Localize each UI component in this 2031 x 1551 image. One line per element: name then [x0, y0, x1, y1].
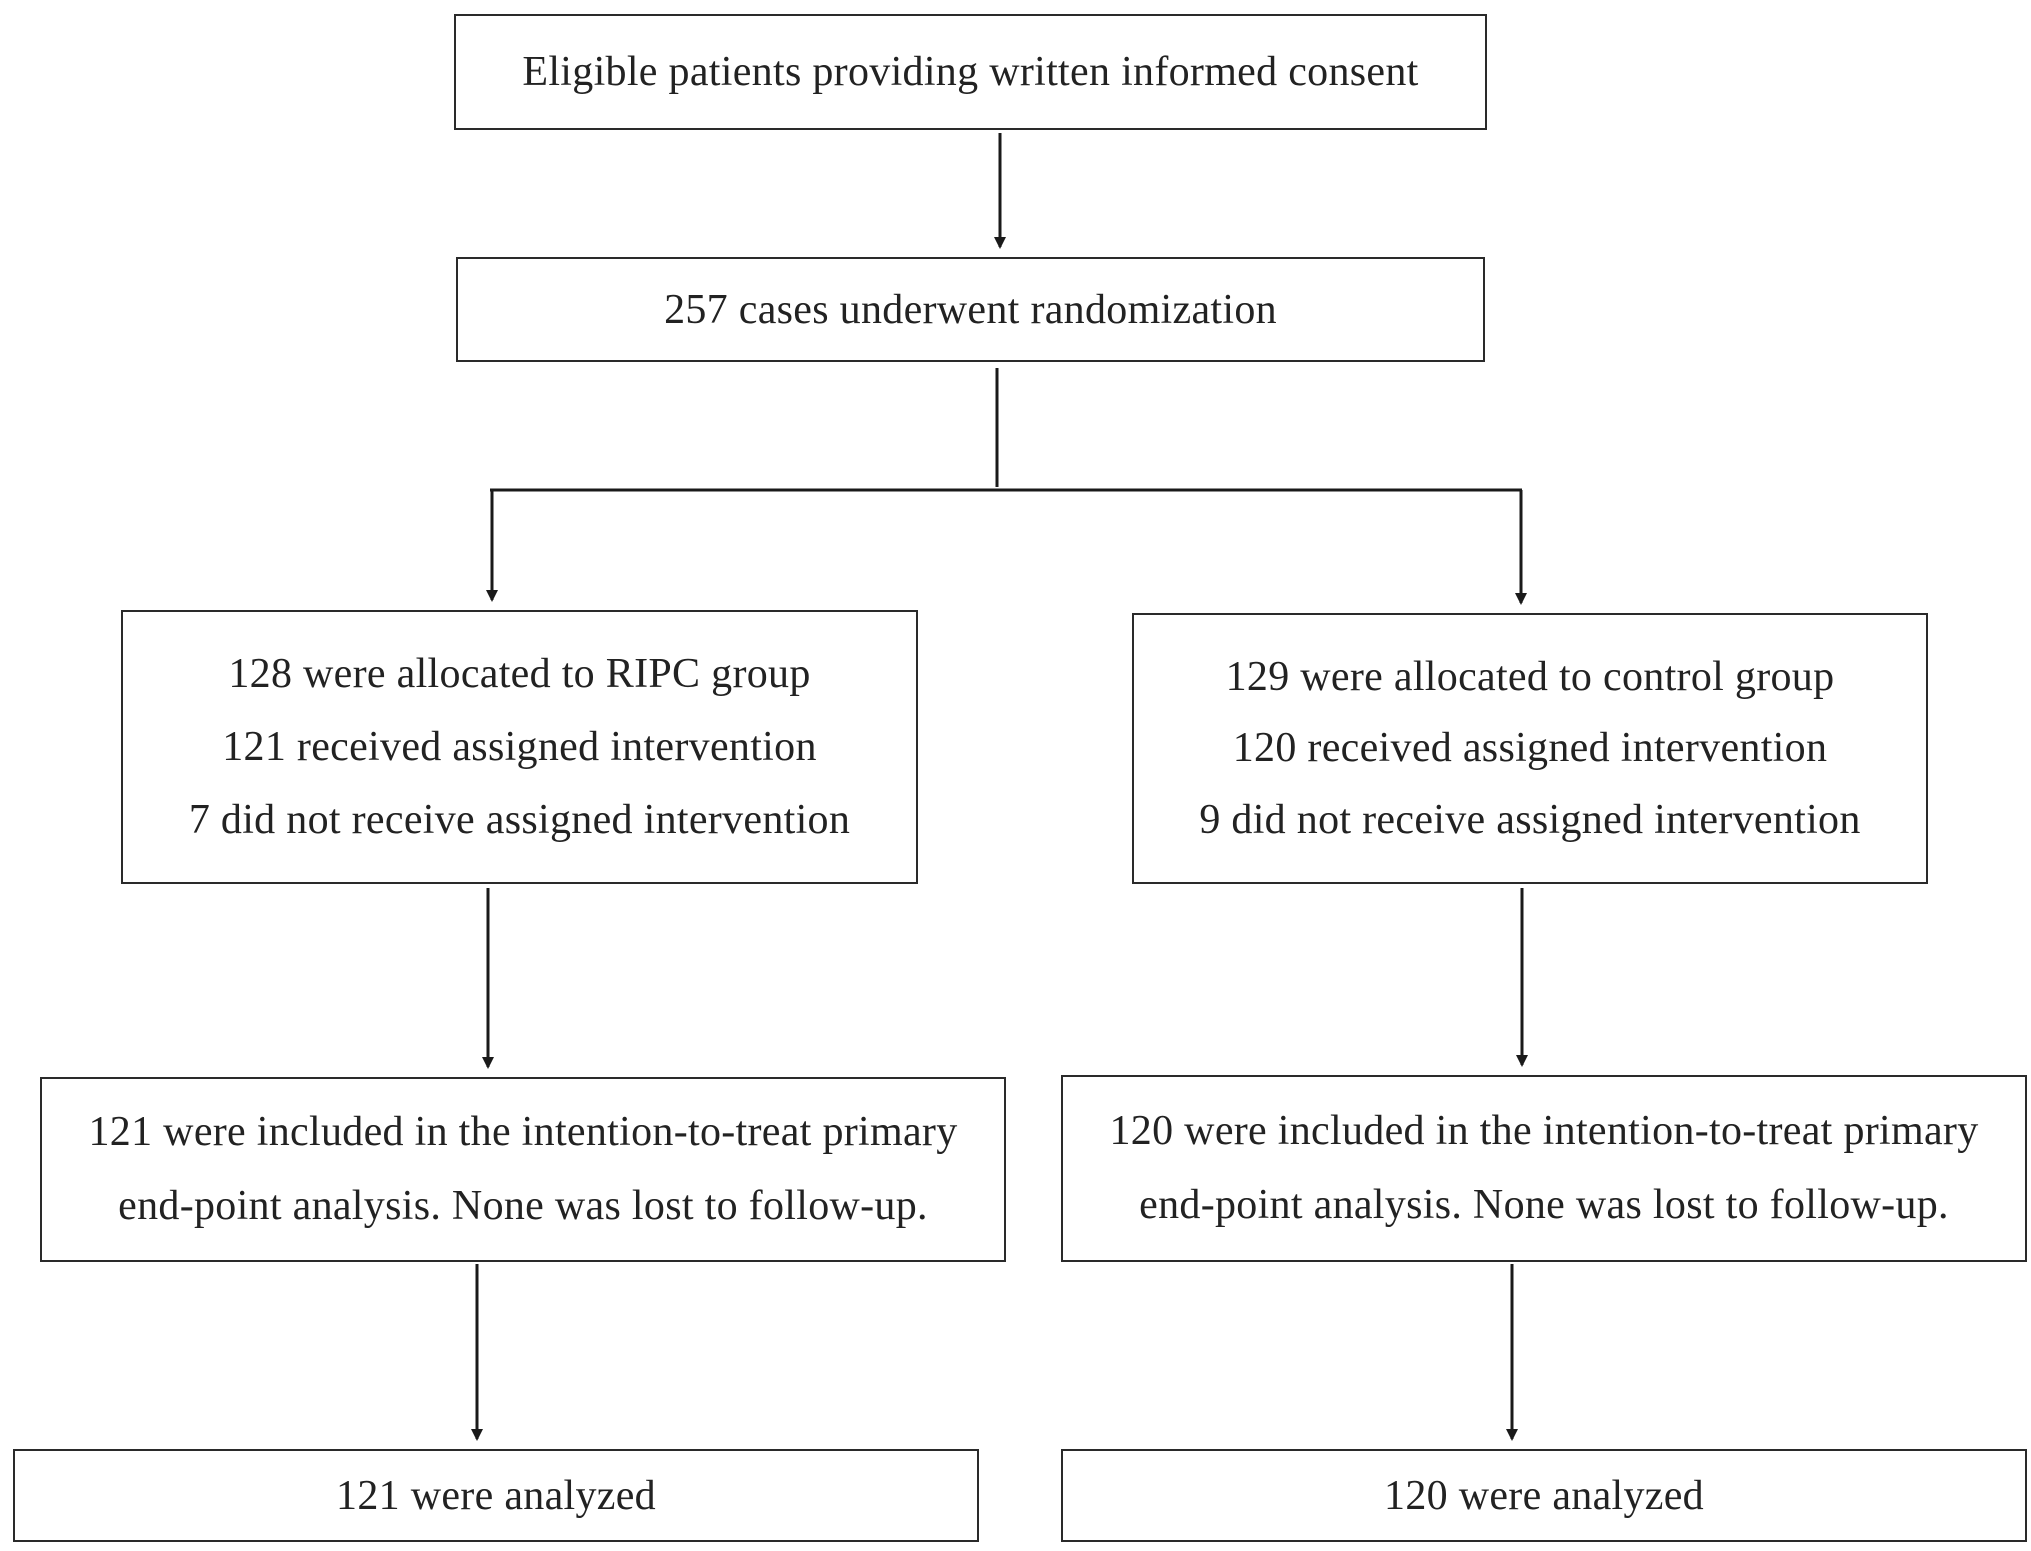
ripc-itt-line-1: 121 were included in the intention-to-tr…	[88, 1109, 958, 1155]
consent-box: Eligible patients providing written info…	[454, 14, 1487, 130]
ripc-analyzed-text: 121 were analyzed	[336, 1472, 656, 1519]
ripc-not-received-text: 7 did not receive assigned intervention	[188, 796, 851, 843]
ripc-itt-box: 121 were included in the intention-to-tr…	[40, 1077, 1006, 1262]
control-allocation-box: 129 were allocated to control group 120 …	[1132, 613, 1928, 884]
control-analyzed-box: 120 were analyzed	[1061, 1449, 2027, 1542]
consent-text: Eligible patients providing written info…	[522, 49, 1419, 95]
ripc-analyzed-box: 121 were analyzed	[13, 1449, 979, 1542]
control-itt-line-1: 120 were included in the intention-to-tr…	[1109, 1108, 1979, 1154]
control-received-text: 120 received assigned intervention	[1232, 725, 1828, 772]
ripc-itt-line-2: end-point analysis. None was lost to fol…	[118, 1182, 928, 1229]
ripc-allocation-box: 128 were allocated to RIPC group 121 rec…	[121, 610, 918, 884]
control-itt-box: 120 were included in the intention-to-tr…	[1061, 1075, 2027, 1262]
ripc-allocated-text: 128 were allocated to RIPC group	[228, 651, 811, 698]
ripc-received-text: 121 received assigned intervention	[222, 723, 817, 770]
randomization-box: 257 cases underwent randomization	[456, 257, 1485, 362]
randomization-text: 257 cases underwent randomization	[664, 286, 1277, 333]
control-allocated-text: 129 were allocated to control group	[1225, 653, 1835, 700]
control-itt-line-2: end-point analysis. None was lost to fol…	[1139, 1181, 1949, 1228]
control-not-received-text: 9 did not receive assigned intervention	[1199, 797, 1861, 844]
control-analyzed-text: 120 were analyzed	[1384, 1472, 1704, 1519]
